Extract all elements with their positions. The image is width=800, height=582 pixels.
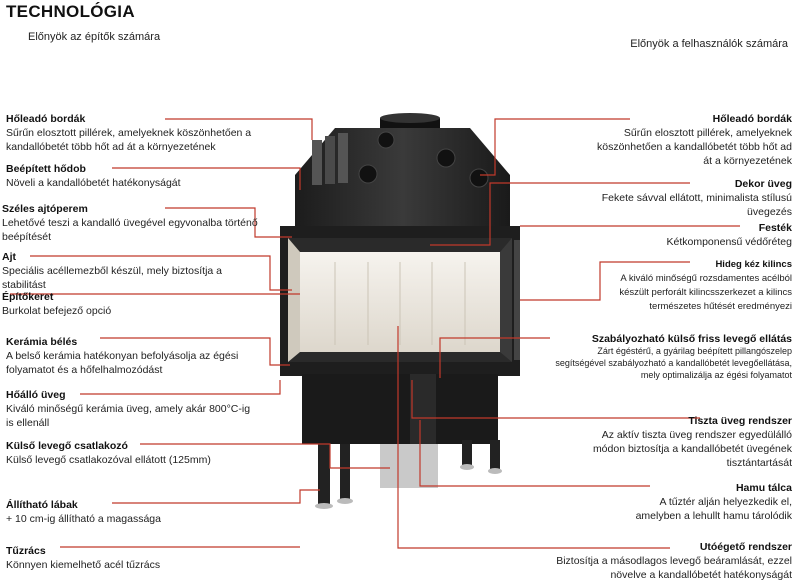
label-title: Hőleadó bordák [6, 113, 86, 125]
label-paint: Festék Kétkomponensű védőréteg [592, 221, 792, 249]
label-external-air-connector: Külső levegő csatlakozó Külső levegő csa… [6, 439, 276, 467]
label-ash-tray: Hamu tálca A tűztér alján helyezkedik el… [612, 481, 792, 523]
page-title: TECHNOLÓGIA [6, 2, 135, 21]
label-title: Tűzrács [6, 545, 46, 557]
label-text: Fekete sávval ellátott, minimalista stíl… [601, 192, 792, 218]
label-wide-door-frame: Széles ajtóperem Lehetővé teszi a kandal… [2, 202, 272, 244]
label-heat-drum: Beépített hődob Növeli a kandallóbetét h… [6, 162, 306, 190]
label-door: Ajt Speciális acéllemezből készül, mely … [2, 250, 262, 292]
heat-fins [312, 133, 348, 185]
label-title: Széles ajtóperem [2, 203, 88, 215]
label-heat-fins-left: Hőleadó bordák Sűrűn elosztott pillérek,… [6, 112, 306, 154]
label-text: Sűrűn elosztott pillérek, amelyeknek kös… [597, 127, 792, 167]
label-text: Könnyen kiemelhető acél tűzrács [6, 559, 161, 571]
label-title: Hideg kéz kilincs [715, 259, 792, 270]
label-fire-grate: Tűzrács Könnyen kiemelhető acél tűzrács [6, 544, 256, 572]
label-text: A belső kerámia hatékonyan befolyásolja … [6, 350, 239, 376]
label-air-supply: Szabályozható külső friss levegő ellátás… [552, 333, 792, 381]
cold-handle [514, 240, 520, 360]
label-title: Építőkeret [2, 291, 54, 303]
label-title: Beépített hődob [6, 163, 86, 175]
label-cold-handle: Hideg kéz kilincs A kiváló minőségű rozs… [592, 258, 792, 314]
label-build-frame: Építőkeret Burkolat befejező opció [2, 290, 262, 318]
label-text: Speciális acéllemezből készül, mely bizt… [2, 265, 223, 291]
label-afterburner: Utóégető rendszer Biztosítja a másodlago… [532, 540, 792, 582]
label-title: Állítható lábak [6, 499, 78, 511]
label-text: Burkolat befejező opció [2, 305, 112, 317]
vent-hole-3 [436, 148, 456, 168]
label-text: Az aktív tiszta üveg rendszer egyedüláll… [592, 429, 792, 469]
label-title: Tiszta üveg rendszer [688, 415, 792, 427]
label-ceramic-lining: Kerámia bélés A belső kerámia hatékonyan… [6, 335, 256, 377]
ash-base [302, 374, 498, 444]
label-title: Hőleadó bordák [712, 113, 792, 125]
label-text: A kiváló minőségű rozsdamentes acélból k… [619, 273, 792, 312]
label-text: + 10 cm-ig állítható a magassága [6, 513, 161, 525]
vent-hole-1 [358, 164, 378, 184]
label-text: Külső levegő csatlakozóval ellátott (125… [6, 454, 211, 466]
label-title: Szabályozható külső friss levegő ellátás [591, 333, 792, 345]
label-title: Hamu tálca [735, 482, 792, 494]
label-decor-glass: Dekor üveg Fekete sávval ellátott, minim… [592, 177, 792, 219]
label-text: Sűrűn elosztott pillérek, amelyeknek kös… [6, 127, 252, 153]
heat-chamber [295, 128, 510, 228]
label-text: Biztosítja a másodlagos levegő beáramlás… [556, 555, 792, 581]
label-title: Festék [758, 222, 792, 234]
label-text: A tűztér alján helyezkedik el, amelyben … [635, 496, 792, 522]
label-clean-glass: Tiszta üveg rendszer Az aktív tiszta üve… [572, 414, 792, 470]
label-text: Zárt égéstérű, a gyárilag beépített pill… [555, 346, 792, 380]
label-heat-resistant-glass: Hőálló üveg Kiváló minőségű kerámia üveg… [6, 388, 256, 430]
vent-hole-2 [377, 131, 395, 149]
air-intake [380, 444, 438, 488]
label-text: Kiváló minőségű kerámia üveg, amely akár… [6, 403, 251, 429]
adjustable-legs [318, 440, 500, 504]
subtitle-users: Előnyök a felhasználók számára [630, 38, 788, 50]
label-adjustable-legs: Állítható lábak + 10 cm-ig állítható a m… [6, 498, 256, 526]
label-title: Ajt [2, 251, 16, 263]
label-heat-fins-right: Hőleadó bordák Sűrűn elosztott pillérek,… [592, 112, 792, 168]
label-title: Kerámia bélés [6, 336, 78, 348]
label-title: Külső levegő csatlakozó [6, 440, 128, 452]
label-title: Utóégető rendszer [699, 541, 792, 553]
label-text: Növeli a kandallóbetét hatékonyságát [6, 177, 181, 189]
label-text: Lehetővé teszi a kandalló üvegével egyvo… [2, 217, 258, 243]
subtitle-builders: Előnyök az építők számára [28, 31, 161, 43]
vent-hole-4 [469, 168, 489, 188]
label-text: Kétkomponensű védőréteg [666, 236, 792, 248]
label-title: Dekor üveg [734, 178, 792, 190]
label-title: Hőálló üveg [6, 389, 66, 401]
